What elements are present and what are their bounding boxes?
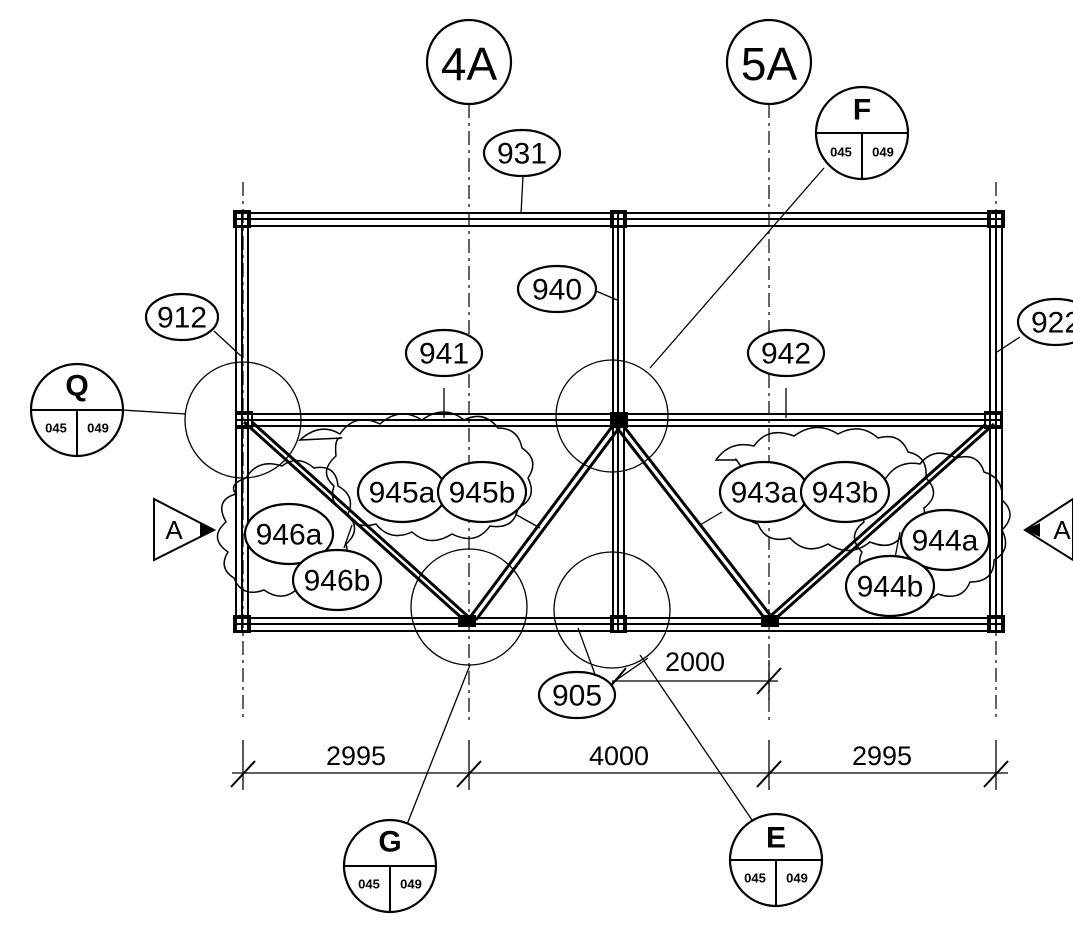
callout-letter-f: F [853, 94, 871, 127]
svg-text:942: 942 [761, 338, 811, 371]
svg-text:049: 049 [87, 421, 109, 436]
dimension-4000: 4000 [589, 741, 649, 771]
svg-text:049: 049 [872, 145, 894, 160]
dimension-lines [230, 660, 1009, 790]
bracing [242, 420, 995, 622]
mark-940: 940 [516, 264, 598, 314]
mark-944b: 944b [844, 554, 936, 618]
mark-941: 941 [404, 328, 484, 378]
leader-lines [121, 167, 1021, 833]
detail-callout-q: Q 045 049 [29, 362, 125, 458]
revision-cloud-right-lower [853, 452, 1011, 602]
svg-text:946a: 946a [256, 519, 323, 552]
mark-943a: 943a [718, 460, 810, 524]
svg-text:049: 049 [786, 871, 808, 886]
section-label-left: A [165, 515, 183, 545]
svg-text:922: 922 [1031, 307, 1073, 340]
svg-text:943b: 943b [812, 477, 879, 510]
mark-944a: 944a [899, 508, 991, 572]
detail-callout-g: G 045 049 [342, 818, 438, 914]
section-marker-right: A [1023, 497, 1073, 562]
detail-circles [184, 359, 671, 669]
mark-943b: 943b [799, 460, 891, 524]
mark-946b: 946b [291, 548, 383, 612]
section-label-right: A [1053, 515, 1071, 545]
section-marker-left: A [153, 497, 217, 562]
mark-942: 942 [746, 328, 826, 378]
svg-text:045: 045 [358, 877, 380, 892]
member-marks: 931 940 912 922 941 942 945a 945b [144, 128, 1073, 720]
dimension-2995-left: 2995 [326, 741, 386, 771]
svg-text:943a: 943a [731, 477, 798, 510]
detail-callout-f: F 045 049 [814, 85, 910, 181]
callout-letter-e: E [766, 822, 786, 855]
mark-912: 912 [144, 292, 220, 342]
svg-text:945b: 945b [449, 477, 516, 510]
svg-text:905: 905 [552, 680, 602, 713]
mark-931: 931 [482, 128, 562, 178]
mark-922: 922 [1016, 297, 1073, 347]
dimension-2000: 2000 [665, 647, 725, 677]
svg-text:946b: 946b [304, 565, 371, 598]
svg-text:944b: 944b [857, 571, 924, 604]
mark-945a: 945a [356, 460, 448, 524]
svg-text:945a: 945a [369, 477, 436, 510]
svg-text:941: 941 [419, 338, 469, 371]
svg-text:944a: 944a [912, 525, 979, 558]
grid-bubble-5a: 5A [725, 18, 813, 106]
svg-text:049: 049 [400, 877, 422, 892]
dimension-texts: 2995 4000 2995 2000 [326, 647, 912, 771]
callout-letter-q: Q [65, 370, 88, 403]
detail-callout-e: E 045 049 [728, 812, 824, 908]
svg-text:912: 912 [157, 302, 207, 335]
grid-label-5a: 5A [741, 38, 798, 90]
svg-text:045: 045 [830, 145, 852, 160]
callout-letter-g: G [378, 826, 401, 859]
grid-bubble-4a: 4A [425, 18, 513, 106]
dimension-2995-right: 2995 [852, 741, 912, 771]
svg-text:931: 931 [497, 138, 547, 171]
grid-label-4a: 4A [441, 38, 498, 90]
svg-text:940: 940 [532, 274, 582, 307]
svg-text:045: 045 [744, 871, 766, 886]
mark-945b: 945b [436, 460, 528, 524]
svg-text:045: 045 [45, 421, 67, 436]
mark-946a: 946a [243, 502, 335, 566]
mark-905: 905 [537, 670, 617, 720]
